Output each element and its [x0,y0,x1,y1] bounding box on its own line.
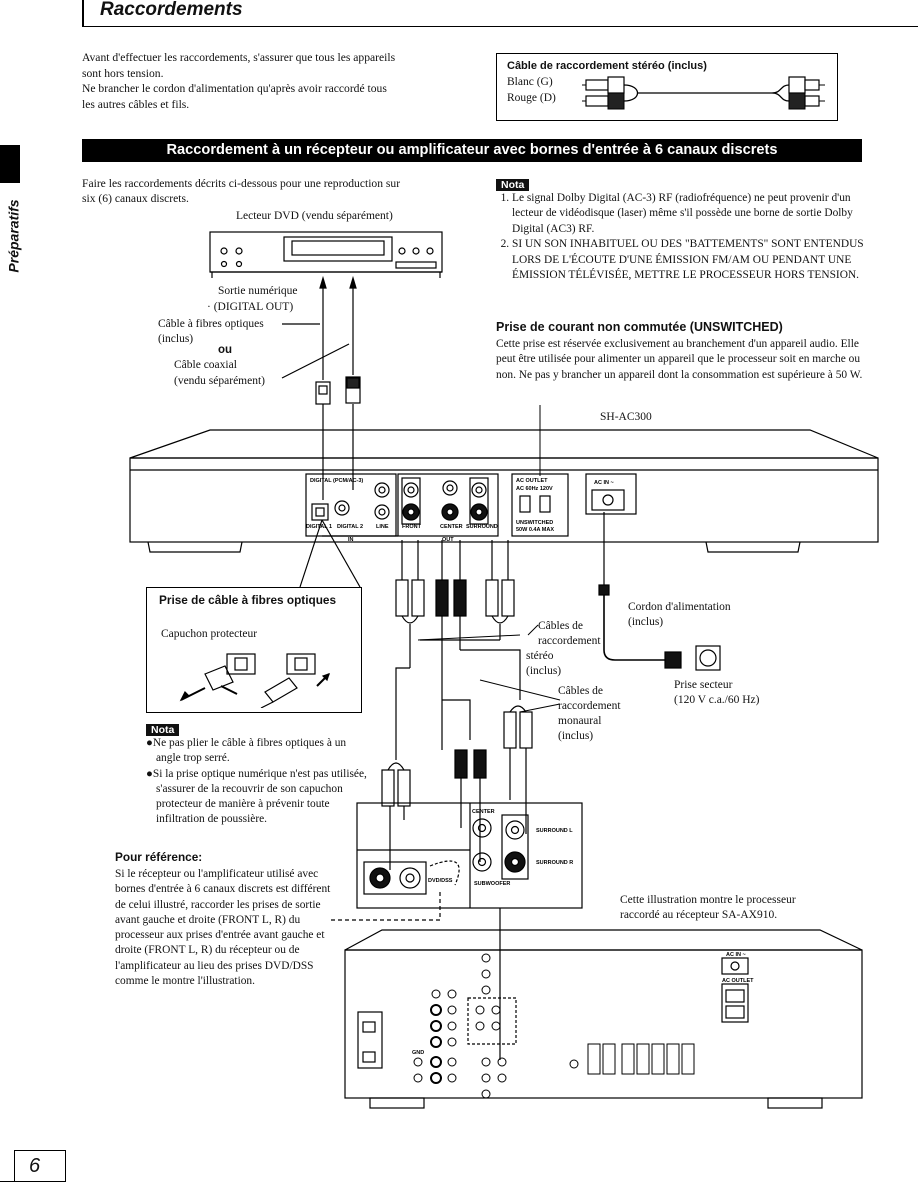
outlet-label: Prise secteur (120 V c.a./60 Hz) [674,678,760,708]
page-rule [0,1181,66,1183]
panel-label-line: LINE [376,524,389,530]
optical-box-title: Prise de câble à fibres optiques [159,593,337,607]
nota-item: ●Si la prise optique numérique n'est pas… [146,767,367,826]
reference-text: Si le récepteur ou l'amplificateur utili… [115,868,331,988]
nota-list: Le signal Dolby Digital (AC-3) RF (radio… [496,191,866,283]
reference-title: Pour référence: [115,850,203,864]
coax-cable-label: Câble coaxial [174,359,237,371]
panel-label-surround-r: SURROUND R [536,860,573,866]
panel-label-dvd-dss: DVD/DSS [428,878,453,884]
label-line: Câbles de [538,620,584,632]
panel-label-subwoofer: SUBWOOFER [474,881,510,887]
unswitched-text: Cette prise est réservée exclusivement a… [496,338,863,381]
page-number-box: 6 [14,1150,66,1181]
nota-item: SI UN SON INHABITUEL OU DES "BATTEMENTS"… [512,237,866,283]
nota-item: ●Ne pas plier le câble à fibres optiques… [146,737,347,765]
label-line: Prise secteur [674,679,733,691]
intro-text: Avant d'effectuer les raccordements, s'a… [82,50,472,112]
page-number: 6 [29,1155,41,1177]
panel-label-ac-outlet: AC OUTLET [516,478,548,484]
stereo-cable-box: Câble de raccordement stéréo (inclus) Bl… [496,53,838,121]
label-line: (inclus) [526,665,562,677]
panel-label-ac-in: AC IN ~ [594,480,614,486]
panel-label-unswitched: UNSWITCHED [516,520,553,526]
panel-label-gnd: GND [412,1050,424,1056]
white-cable-label: Blanc (G) [507,76,553,88]
page-header: Raccordements [82,0,918,27]
intro-line: les autres câbles et fils. [82,97,190,111]
receiver-jacks [413,953,695,1099]
unswitched-title: Prise de courant non commutée (UNSWITCHE… [496,320,783,334]
nota-list-bottom: ●Ne pas plier le câble à fibres optiques… [146,736,372,828]
or-label: ou [218,344,233,356]
digital-out-code: (DIGITAL OUT) [213,301,294,313]
panel-label-d2: DIGITAL 2 [337,524,363,530]
stereo-cable-title: Câble de raccordement stéréo (inclus) [507,60,707,72]
protective-cap-label: Capuchon protecteur [161,628,258,640]
panel-label-surround-l: SURROUND L [536,828,573,834]
digital-out-label-2: · (DIGITAL OUT) [207,301,294,313]
label-line: (inclus) [628,616,664,628]
section-line: Faire les raccordements décrits ci-desso… [82,177,401,190]
panel-label-ac-spec: AC 60Hz 120V [516,486,553,492]
label-line: stéréo [526,650,554,662]
section-banner: Raccordement à un récepteur ou amplifica… [82,139,862,162]
label-line: Cette illustration montre le processeur [620,894,796,906]
label-line: Câbles de [558,685,604,697]
panel-label-unswitched-spec: 50W 0.4A MAX [516,527,554,533]
panel-label-d1: DIGITAL 1 [306,524,332,530]
illustration-caption: Cette illustration montre le processeur … [620,893,796,923]
section-intro: Faire les raccordements décrits ci-desso… [82,176,457,206]
panel-label-ac-outlet: AC OUTLET [722,978,754,984]
label-line: monaural [558,715,602,727]
model-label: SH-AC300 [600,411,652,423]
red-cable-label: Rouge (D) [507,92,556,104]
panel-label-in: IN [348,537,354,543]
page-title: Raccordements [100,0,243,20]
power-cord-label: Cordon d'alimentation (inclus) [628,600,731,630]
optical-plug-illustration [179,653,330,708]
nota-badge: Nota [496,175,530,193]
label-line: (inclus) [558,730,594,742]
nota-badge: Nota [146,720,180,738]
label-line: (120 V c.a./60 Hz) [674,694,760,706]
optical-plug-box: Prise de câble à fibres optiques Capucho… [146,587,362,713]
stereo-cables-label: Câbles de raccordement stéréo (inclus) [526,619,601,679]
mono-cables-label: Câbles de raccordement monaural (inclus) [558,684,621,744]
panel-label-front: FRONT [402,524,422,530]
panel-label-surround: SURROUND [466,524,498,530]
stereo-cable-illustration [582,76,825,110]
optical-cable-included: (inclus) [158,333,194,345]
panel-label-center: CENTER [440,524,463,530]
panel-label-out: OUT [442,537,454,543]
label-line: raccordé au récepteur SA-AX910. [620,909,778,921]
section-line: six (6) canaux discrets. [82,192,189,205]
dvd-player-label: Lecteur DVD (vendu séparément) [236,210,393,222]
intro-line: sont hors tension. [82,66,164,80]
section-tab-marker [0,145,20,183]
digital-out-label: Sortie numérique [218,285,298,297]
dvd-player [209,231,443,273]
intro-line: Ne brancher le cordon d'alimentation qu'… [82,82,387,95]
label-line: raccordement [538,635,601,647]
nota-badge-text: Nota [496,179,530,191]
panel-label-digital: DIGITAL (PCM/AC-3) [310,478,363,484]
label-line: Cordon d'alimentation [628,601,731,613]
optical-cable-label: Câble à fibres optiques [158,318,264,330]
label-line: raccordement [558,700,621,712]
panel-label-ac-in: AC IN ~ [726,952,746,958]
panel-label-center: CENTER [472,809,495,815]
intro-line: Avant d'effectuer les raccordements, s'a… [82,51,396,64]
nota-item: Le signal Dolby Digital (AC-3) RF (radio… [512,191,866,237]
coax-cable-sold: (vendu séparément) [174,375,266,387]
nota-badge-text: Nota [146,724,180,736]
